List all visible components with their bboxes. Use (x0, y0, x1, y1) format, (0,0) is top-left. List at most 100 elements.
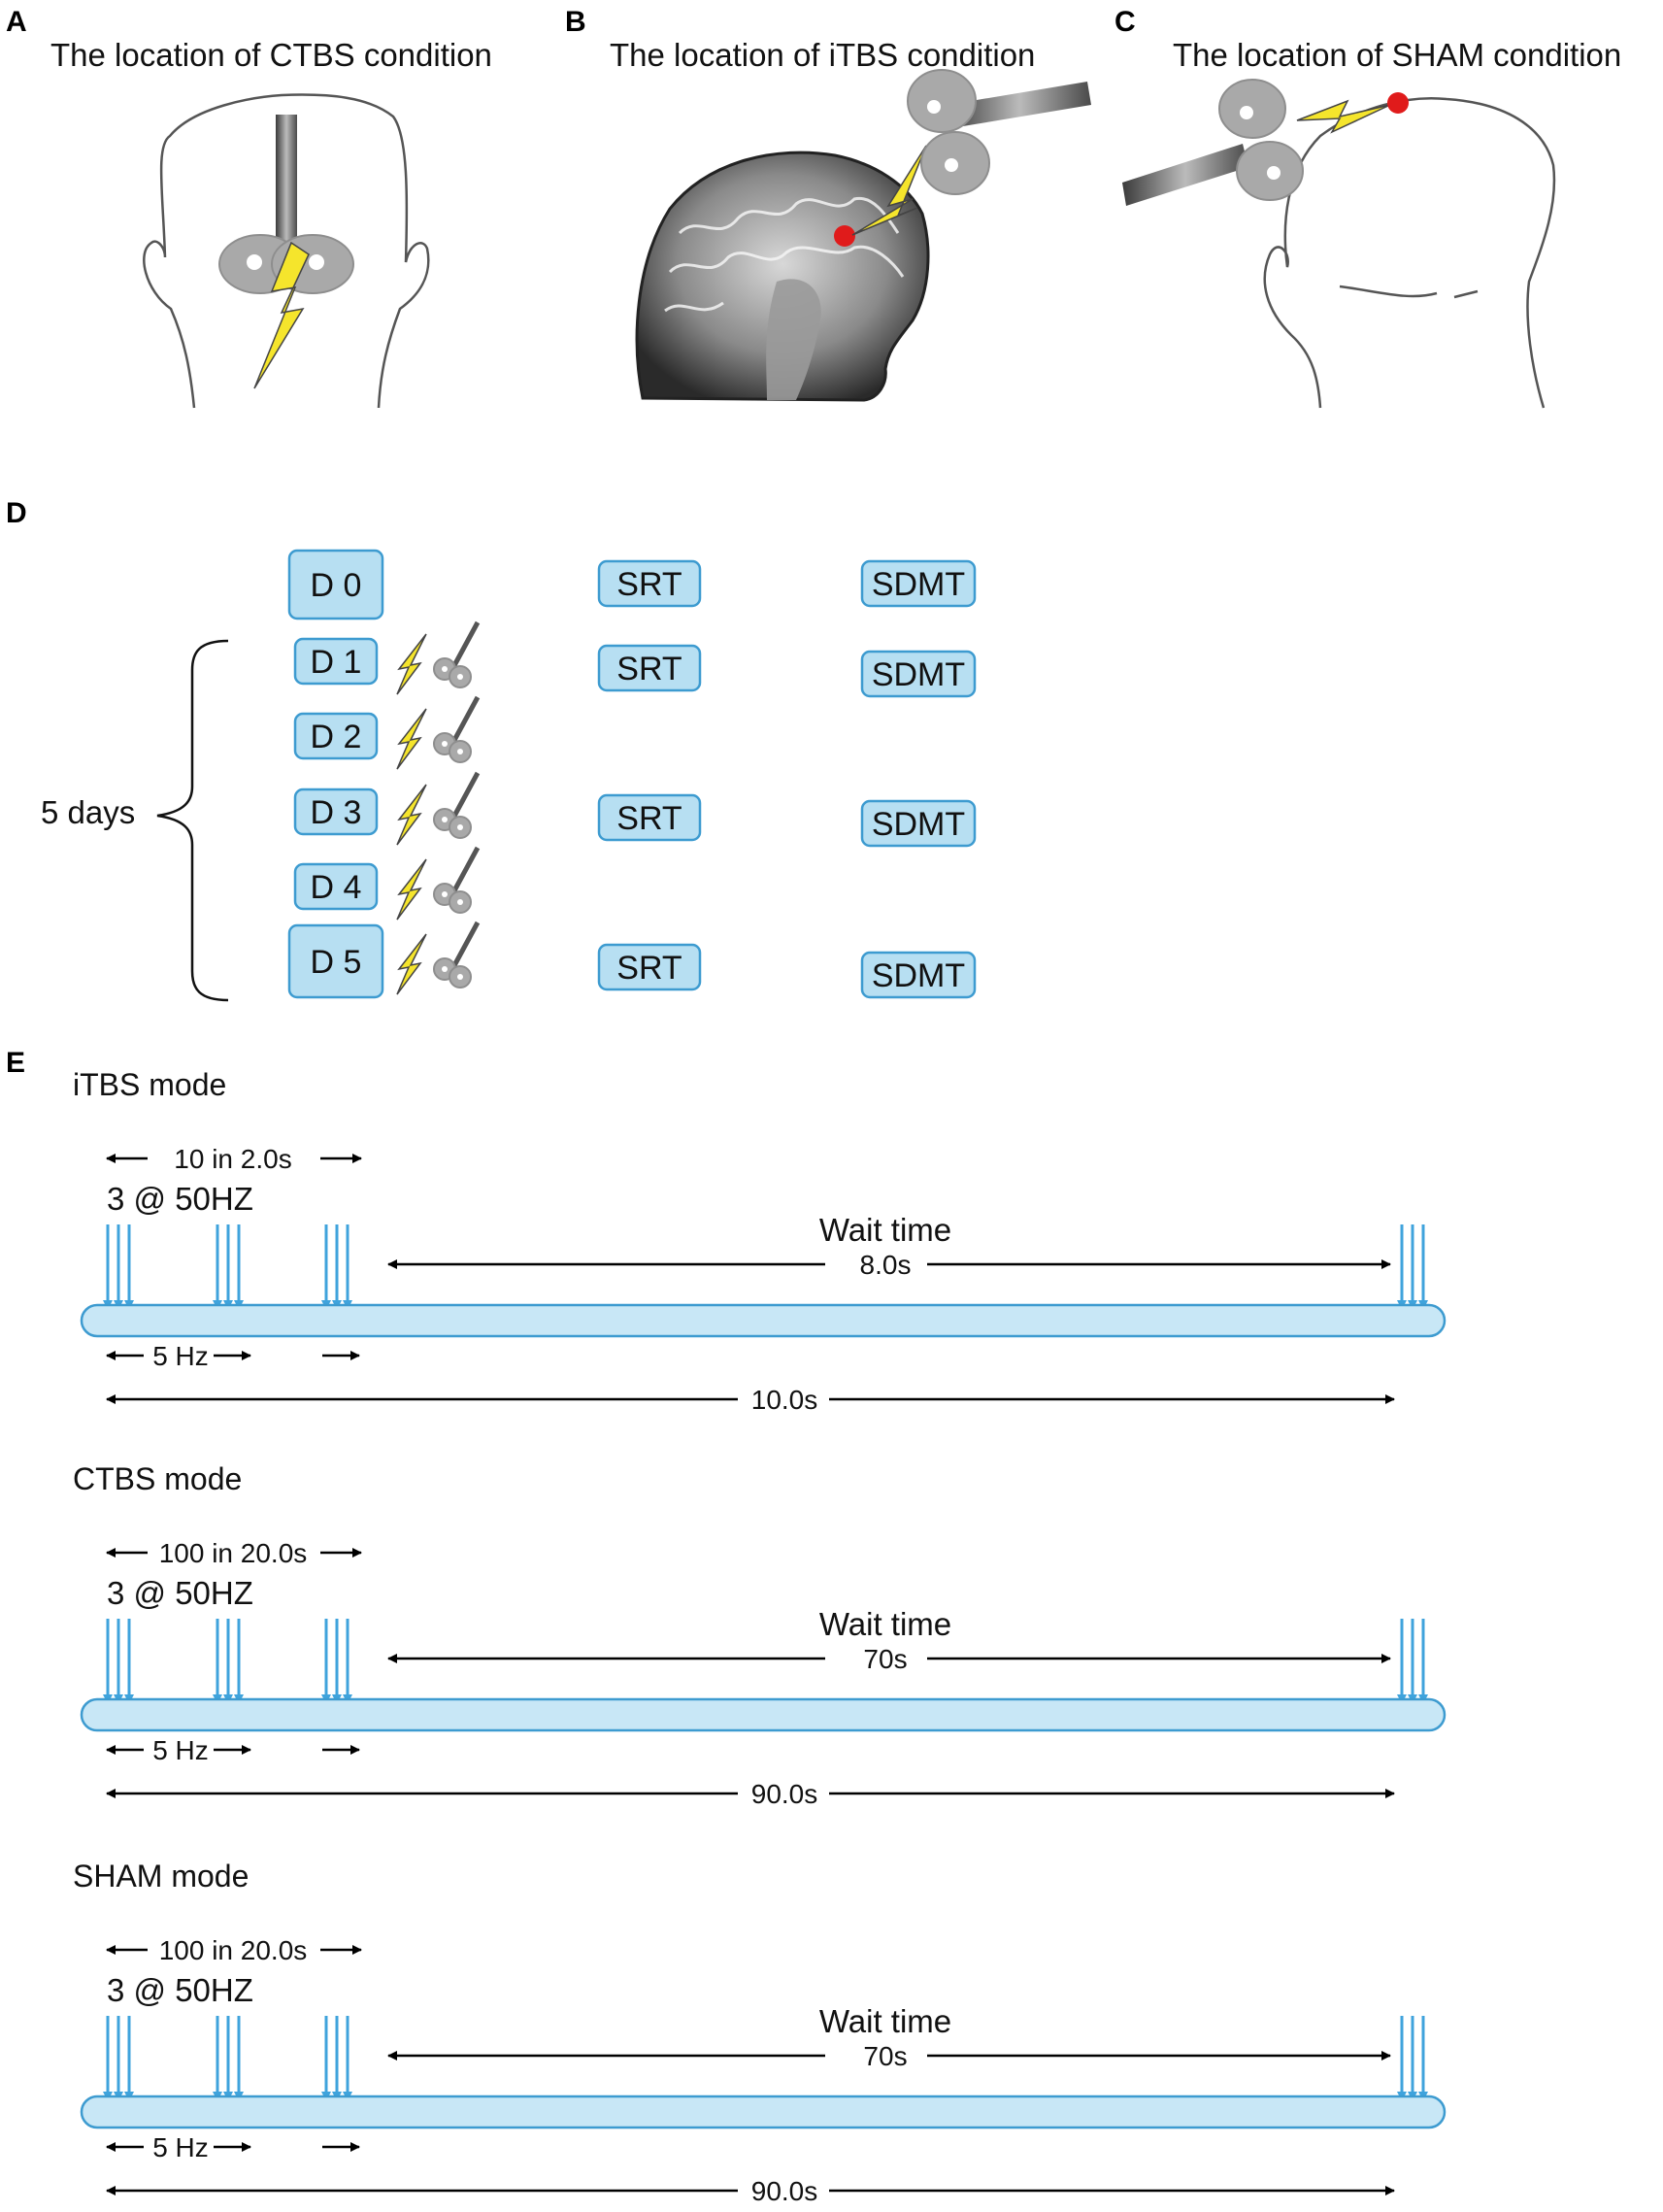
day-label: D 3 (311, 794, 362, 831)
srt-label: SRT (616, 566, 682, 603)
tms-coil-icon (434, 697, 478, 762)
target-dot (834, 225, 855, 247)
wait-value: 70s (863, 1644, 907, 1674)
panel-letter-d: D (6, 497, 27, 529)
timeline-bar (80, 2095, 1447, 2129)
timeline-bar (80, 1697, 1447, 1732)
five-days-brace (156, 639, 229, 1002)
brain-folds (664, 196, 905, 313)
day-row: D 1 SRT SDMT (293, 622, 977, 698)
day-box (293, 712, 379, 760)
srt-label: SRT (616, 800, 682, 837)
lightning-bolt-icon (396, 858, 427, 921)
day-row: D 5 SRT SDMT (287, 922, 977, 999)
day-label: D 0 (311, 567, 362, 604)
srt-box (597, 793, 702, 842)
mode-name: iTBS mode (73, 1067, 226, 1102)
lightning-bolt-icon (396, 633, 427, 695)
mode-name: CTBS mode (73, 1461, 242, 1496)
day-label: D 4 (311, 869, 362, 906)
srt-label: SRT (616, 950, 682, 987)
burst-label: 3 @ 50HZ (107, 1972, 253, 2008)
lightning-bolt-icon (396, 708, 427, 770)
tbs-mode: iTBS mode 10 in 2.0s 3 @ 50HZ Wait time8.0s… (73, 1067, 1447, 1415)
sdmt-label: SDMT (872, 806, 965, 843)
head-back-outline (143, 93, 430, 409)
brain-mri-slice (635, 151, 930, 402)
panel-c: C The location of SHAM condition (1114, 6, 1621, 409)
freq-label: 5 Hz (152, 1341, 209, 1371)
panel-a: A The location of CTBS condition (6, 6, 492, 409)
panel-letter-a: A (6, 6, 27, 38)
lightning-bolt-icon (1296, 99, 1391, 134)
lightning-bolt-icon (396, 933, 427, 995)
freq-label: 5 Hz (152, 1735, 209, 1765)
sdmt-box (860, 650, 977, 698)
sdmt-label: SDMT (872, 566, 965, 603)
freq-label: 5 Hz (152, 2132, 209, 2162)
sdmt-label: SDMT (872, 656, 965, 693)
tbs-mode: CTBS mode 100 in 20.0s 3 @ 50HZ Wait time70… (73, 1461, 1447, 1809)
day-row: D 0 SRT SDMT (287, 549, 977, 620)
wait-time-label: Wait time (819, 2003, 951, 2039)
brainstem (766, 279, 821, 400)
srt-box (597, 644, 702, 692)
figure8-coil (1122, 79, 1304, 206)
wait-time-label: Wait time (819, 1606, 951, 1642)
day-row: D 2 (293, 697, 478, 770)
target-dot (1387, 92, 1409, 114)
timeline-bar (80, 1303, 1447, 1338)
srt-label: SRT (616, 651, 682, 687)
sdmt-box (860, 951, 977, 999)
day-label: D 1 (311, 644, 362, 681)
panel-b: B The location of iTBS condition (565, 6, 1091, 402)
panel-letter-e: E (6, 1047, 25, 1079)
ear-line (1339, 285, 1479, 299)
lightning-bolt-icon (396, 784, 427, 846)
total-label: 10.0s (751, 1385, 818, 1415)
wait-value: 70s (863, 2041, 907, 2071)
day-box (293, 637, 379, 686)
panel-letter-c: C (1114, 6, 1136, 38)
brace-label: 5 days (41, 794, 135, 830)
sdmt-label: SDMT (872, 957, 965, 994)
srt-box (597, 559, 702, 608)
burst-label: 3 @ 50HZ (107, 1575, 253, 1611)
train-label: 10 in 2.0s (174, 1144, 291, 1174)
day-rows: D 0 SRT SDMT D 1 SRT SDMT D 2 D 3 SRT SDMT D 4 D 5 S… (287, 549, 977, 999)
burst-label: 3 @ 50HZ (107, 1181, 253, 1217)
panel-letter-b: B (565, 6, 586, 38)
srt-box (597, 943, 702, 991)
day-label: D 5 (311, 944, 362, 981)
day-box (293, 788, 379, 836)
tms-coil-icon (434, 922, 478, 988)
lightning-bolt-icon (851, 145, 927, 236)
day-box (293, 862, 379, 911)
day-row: D 3 SRT SDMT (293, 773, 977, 848)
panel-d: D 5 days D 0 SRT SDMT D 1 SRT SDMT D 2 D 3 SRT SD… (6, 497, 977, 1002)
day-box (287, 549, 384, 620)
coil-rod (276, 115, 297, 252)
tms-coil-icon (434, 848, 478, 913)
train-label: 100 in 20.0s (159, 1935, 308, 1965)
wait-value: 8.0s (860, 1250, 912, 1280)
day-row: D 4 (293, 848, 478, 921)
wait-time-label: Wait time (819, 1212, 951, 1248)
day-box (287, 923, 384, 999)
tms-coil-icon (434, 622, 478, 687)
day-label: D 2 (311, 719, 362, 755)
panel-a-title: The location of CTBS condition (50, 37, 492, 73)
panel-c-title: The location of SHAM condition (1173, 37, 1621, 73)
figure8-coil (907, 69, 1091, 195)
total-label: 90.0s (751, 2176, 818, 2206)
sdmt-box (860, 799, 977, 848)
tms-coil-icon (434, 773, 478, 838)
total-label: 90.0s (751, 1779, 818, 1809)
sdmt-box (860, 559, 977, 608)
panel-b-title: The location of iTBS condition (610, 37, 1035, 73)
train-label: 100 in 20.0s (159, 1538, 308, 1568)
